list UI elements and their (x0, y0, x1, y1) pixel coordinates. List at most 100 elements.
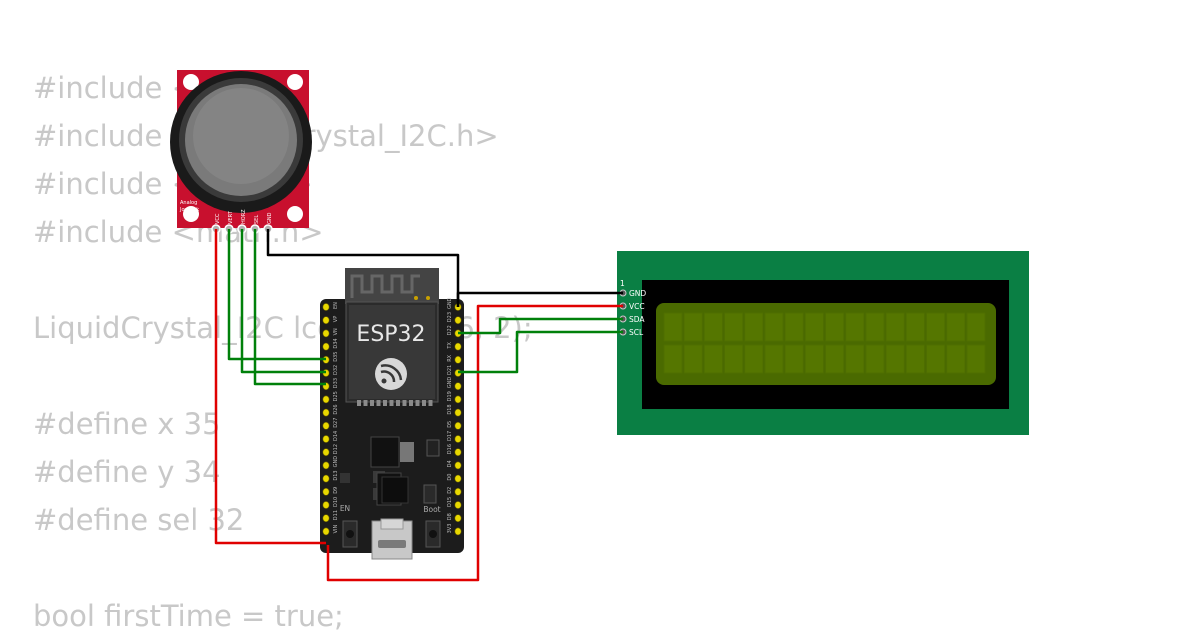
esp32-pin-right-d16[interactable]: D16 (447, 444, 462, 457)
esp32-pin-left-vin[interactable]: VIN (322, 525, 339, 536)
wire-lcd-scl[interactable] (458, 330, 623, 374)
esp32-pin-label: D32 (333, 365, 339, 375)
esp32-pin-label: GND (447, 377, 453, 389)
esp32-pin-right-d23[interactable]: D23 (447, 312, 462, 325)
esp32-pin-right-gnd[interactable]: GND (447, 377, 462, 391)
esp32-pin-label: TX (447, 342, 453, 350)
lcd-character-cell (845, 312, 865, 342)
joystick-pin-label: VCC (215, 213, 221, 224)
esp32-pin-left-d25[interactable]: D25 (322, 391, 339, 404)
esp32-pin-left-d9[interactable]: D9 (322, 487, 339, 496)
mounting-hole (287, 74, 303, 90)
esp32-pin-label: RX (447, 354, 453, 361)
esp32-pin-label: D26 (333, 404, 339, 414)
esp32-pin-left-gnd[interactable]: GND (322, 456, 339, 470)
analog-joystick[interactable]: Analog Joystick VCC VERT HORZ SEL GND (170, 70, 312, 234)
en-button[interactable] (342, 520, 358, 548)
wire-joystick-sel[interactable] (253, 229, 326, 386)
esp32-pin-left-d11[interactable]: D11 (322, 510, 339, 523)
esp32-pin-label: D21 (447, 365, 453, 375)
esp32-pin-left-en[interactable]: EN (322, 302, 339, 311)
esp32-pin-right-d17[interactable]: D17 (447, 431, 462, 443)
esp32-pin-right-3v3[interactable]: 3V3 (447, 524, 462, 536)
esp32-pin-label: D25 (333, 391, 339, 401)
esp32-pin-right-d4[interactable]: D4 (447, 460, 462, 470)
lcd-character-cell (704, 344, 723, 374)
esp32-pin-right-tx[interactable]: TX (447, 342, 462, 351)
lcd-character-cell (825, 344, 844, 374)
esp32-pin-right-d18[interactable]: D18 (447, 404, 462, 417)
esp32-title: ESP32 (356, 322, 425, 347)
esp32-pin-left-vp[interactable]: VP (322, 316, 339, 325)
esp32-pin-label: VN (333, 328, 339, 335)
joystick-pin-label: GND (267, 212, 273, 224)
esp32-pin-label: GND (447, 297, 453, 309)
esp32-pin-label: D12 (333, 444, 339, 454)
esp32-pin-left-vn[interactable]: VN (322, 328, 339, 338)
wire-joystick-gnd[interactable] (266, 229, 460, 307)
lcd-character-cell (946, 344, 966, 374)
esp32-pin-label: 3V3 (447, 524, 453, 534)
lcd-character-cell (966, 344, 986, 374)
esp32-pin-label: D5 (447, 421, 453, 428)
espressif-logo-icon (375, 358, 407, 390)
lcd-character-cell (764, 312, 784, 342)
lcd-character-cell (784, 312, 804, 342)
wire-joystick-vert[interactable] (227, 229, 326, 361)
wire-joystick-vcc[interactable] (214, 229, 326, 545)
esp32-pin-label: D15 (447, 497, 453, 507)
mounting-hole (183, 206, 199, 222)
lcd-character-cell (805, 344, 824, 374)
code-line: bool firstTime = true; (33, 599, 344, 633)
esp32-pin-label: D35 (333, 352, 339, 362)
esp32-pin-right-d19[interactable]: D19 (447, 391, 462, 404)
esp32-pin-right-d5[interactable]: D5 (447, 421, 462, 430)
esp32-pin-label: D8 (447, 513, 453, 520)
module-pads (357, 400, 433, 406)
lcd-pin-label: SDA (629, 315, 645, 324)
lcd-character-cell (865, 344, 885, 374)
lcd-display[interactable]: 1 GND VCC SDA SCL (617, 251, 1029, 435)
esp32-pin-label: D2 (447, 487, 453, 494)
en-label: EN (340, 504, 350, 513)
lcd-pin-label: VCC (629, 302, 645, 311)
lcd-character-cell (683, 312, 703, 342)
lcd-character-cell (906, 312, 925, 342)
esp32-pin-left-d26[interactable]: D26 (322, 404, 339, 417)
esp32-pin-left-d34[interactable]: D34 (322, 338, 339, 351)
lcd-character-cell (906, 344, 925, 374)
mounting-hole (183, 74, 199, 90)
esp32-pin-right-d15[interactable]: D15 (447, 497, 462, 509)
esp32-pin-label: D23 (447, 312, 453, 322)
esp32-pin-label: GND (333, 456, 339, 468)
esp32-pin-right-d2[interactable]: D2 (447, 487, 462, 496)
esp32-pin-left-d14[interactable]: D14 (322, 431, 339, 443)
wire-lcd-vcc[interactable] (326, 304, 623, 582)
regulator-chip (370, 436, 400, 468)
esp32-pin-label: D16 (447, 444, 453, 454)
wire-lcd-sda[interactable] (458, 317, 623, 335)
esp32-board[interactable]: ESP32 EN Boot (320, 268, 464, 560)
wire-lcd-gnd[interactable] (456, 291, 623, 307)
lcd-character-grid (663, 312, 986, 374)
usb-port-icon (371, 518, 413, 560)
esp32-pin-left-d10[interactable]: D10 (322, 497, 339, 509)
esp32-pin-left-d12[interactable]: D12 (322, 444, 339, 457)
lcd-character-cell (683, 344, 703, 374)
lcd-character-cell (724, 312, 743, 342)
code-line: #define sel 32 (33, 503, 245, 537)
esp32-pin-right-rx[interactable]: RX (447, 354, 462, 364)
esp32-pin-right-d8[interactable]: D8 (447, 513, 462, 523)
esp32-pin-label: D14 (333, 431, 339, 441)
esp32-pin-right-d0[interactable]: D0 (447, 474, 462, 483)
wire-joystick-horz[interactable] (240, 229, 326, 374)
esp32-pin-label: D11 (333, 510, 339, 520)
esp32-pin-left-d13[interactable]: D13 (322, 470, 339, 483)
lcd-character-cell (946, 312, 966, 342)
esp32-pin-label: EN (333, 302, 339, 309)
esp32-pin-left-d27[interactable]: D27 (322, 418, 339, 430)
lcd-pin-label: SCL (629, 328, 644, 337)
lcd-character-cell (885, 312, 905, 342)
boot-button[interactable] (425, 520, 441, 548)
esp32-pin-label: D4 (447, 460, 453, 467)
